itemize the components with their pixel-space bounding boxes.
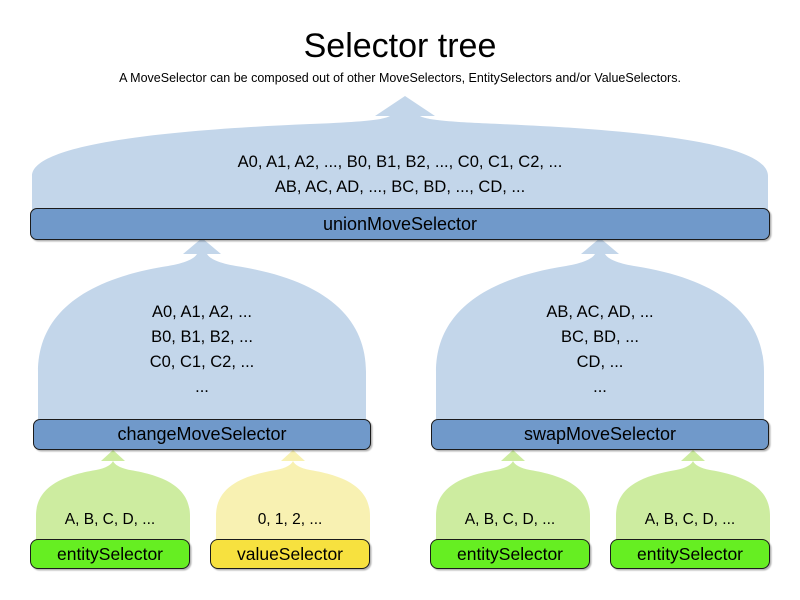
change-move-selector-node[interactable]: changeMoveSelector: [33, 419, 371, 450]
union-line-2: AB, AC, AD, ..., BC, BD, ..., CD, ...: [274, 178, 526, 196]
change-content-lines: A0, A1, A2, ... B0, B1, B2, ... C0, C1, …: [33, 300, 371, 400]
change-value-balloon-shape: [216, 450, 370, 548]
page-subtitle: A MoveSelector can be composed out of ot…: [119, 71, 681, 85]
change-line-1: A0, A1, A2, ...: [152, 303, 252, 321]
change-entity-selector-label: entitySelector: [56, 543, 164, 564]
change-line-4: ...: [195, 378, 209, 396]
change-move-selector-label: changeMoveSelector: [117, 424, 287, 444]
change-entity-line-1: A, B, C, D, ...: [64, 511, 156, 528]
change-line-2: B0, B1, B2, ...: [151, 328, 253, 346]
swap-line-3: CD, ...: [576, 353, 624, 371]
change-balloon-shape: [38, 238, 366, 428]
union-content-lines: A0, A1, A2, ..., B0, B1, B2, ..., C0, C1…: [30, 150, 770, 200]
swap-move-selector-node[interactable]: swapMoveSelector: [431, 419, 769, 450]
union-line-1: A0, A1, A2, ..., B0, B1, B2, ..., C0, C1…: [237, 153, 563, 171]
swap-balloon-shape: [436, 238, 764, 428]
swap-entity-selector-left-label: entitySelector: [456, 543, 564, 564]
swap-line-4: ...: [593, 378, 607, 396]
change-value-content-lines: 0, 1, 2, ...: [210, 509, 370, 531]
union-balloon-shape: [32, 96, 768, 216]
union-move-selector-label: unionMoveSelector: [322, 213, 478, 234]
swap-entity-left-balloon-shape: [436, 450, 590, 548]
swap-line-2: BC, BD, ...: [561, 328, 639, 346]
change-entity-balloon-shape: [36, 450, 190, 548]
swap-entity-right-line-1: A, B, C, D, ...: [644, 511, 736, 528]
swap-line-1: AB, AC, AD, ...: [546, 303, 654, 321]
union-move-selector-node[interactable]: unionMoveSelector: [30, 208, 770, 240]
change-value-selector-node[interactable]: valueSelector: [210, 539, 370, 569]
swap-entity-selector-left-node[interactable]: entitySelector: [430, 539, 590, 569]
change-value-selector-label: valueSelector: [236, 543, 344, 564]
change-entity-selector-node[interactable]: entitySelector: [30, 539, 190, 569]
swap-entity-selector-right-label: entitySelector: [636, 543, 744, 564]
swap-entity-right-balloon-shape: [616, 450, 770, 548]
swap-entity-right-content-lines: A, B, C, D, ...: [610, 509, 770, 531]
swap-entity-selector-right-node[interactable]: entitySelector: [610, 539, 770, 569]
change-entity-content-lines: A, B, C, D, ...: [30, 509, 190, 531]
swap-entity-left-content-lines: A, B, C, D, ...: [430, 509, 590, 531]
swap-entity-left-line-1: A, B, C, D, ...: [464, 511, 556, 528]
diagram-header: Selector tree A MoveSelector can be comp…: [0, 26, 800, 86]
swap-move-selector-label: swapMoveSelector: [523, 424, 677, 444]
change-line-3: C0, C1, C2, ...: [149, 353, 255, 371]
swap-content-lines: AB, AC, AD, ... BC, BD, ... CD, ... ...: [431, 300, 769, 400]
page-title: Selector tree: [303, 27, 497, 65]
change-value-line-1: 0, 1, 2, ...: [257, 511, 323, 528]
